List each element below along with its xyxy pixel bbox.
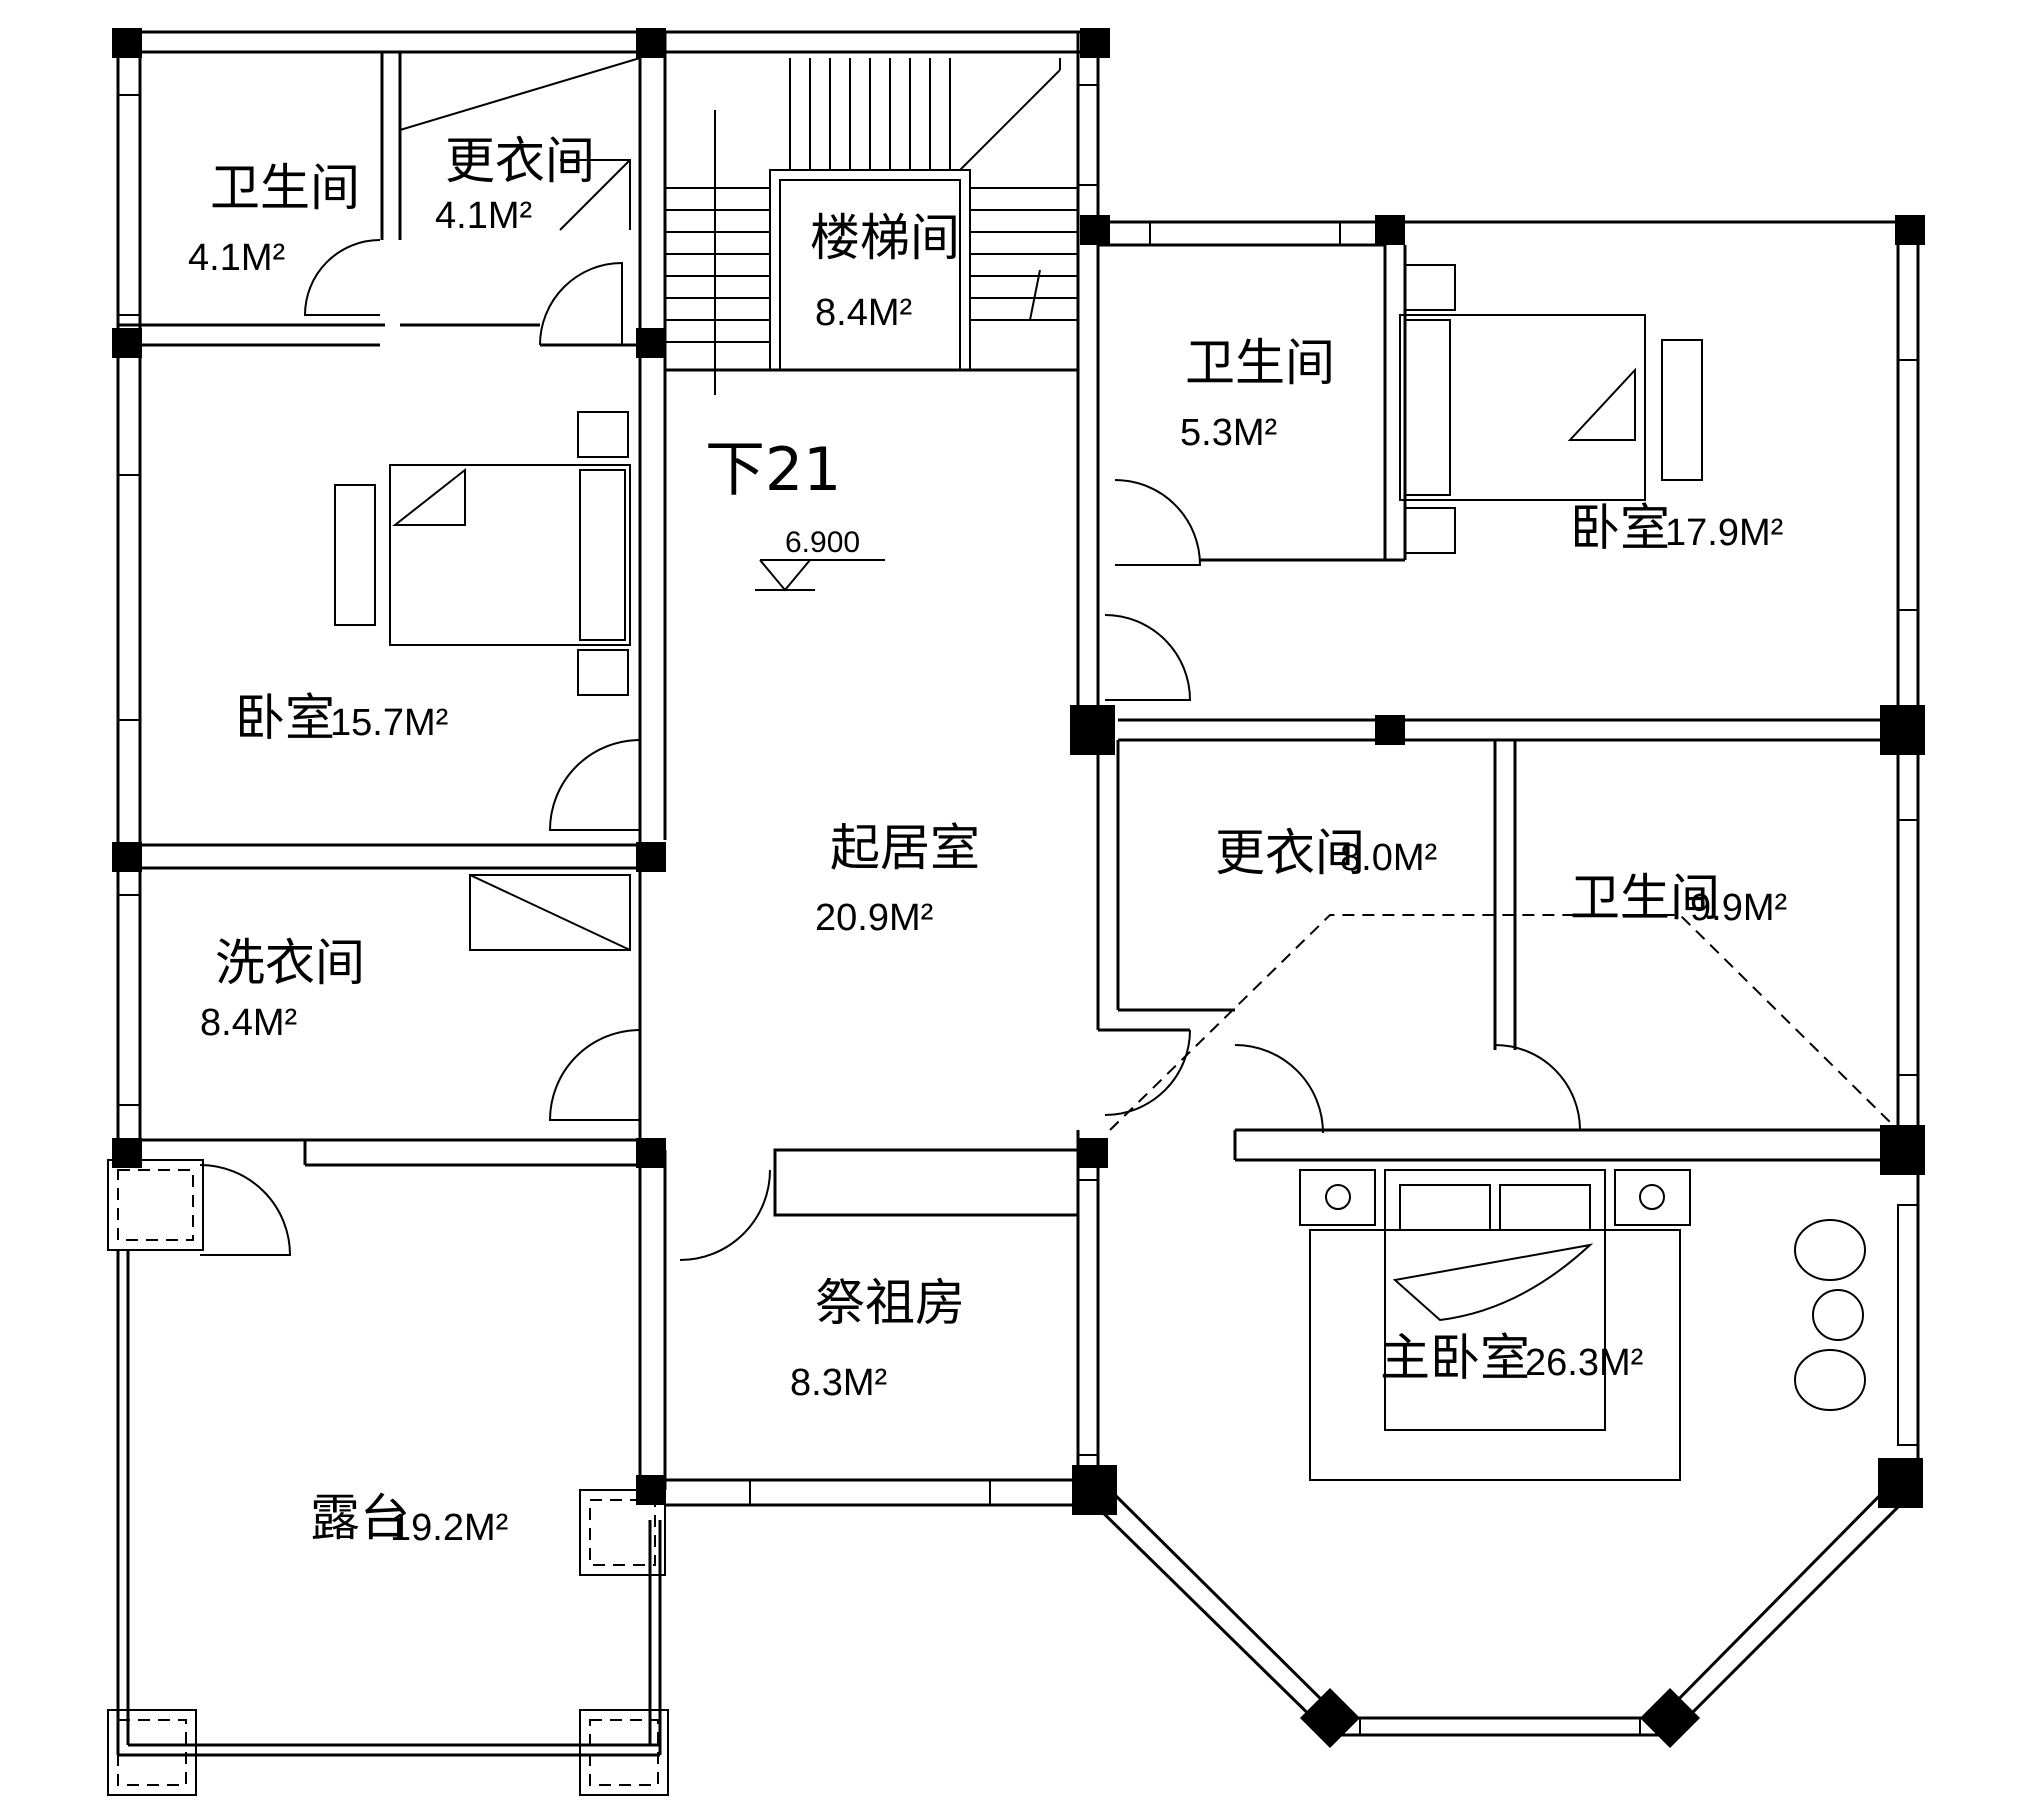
room-area-stairwell: 8.4M² xyxy=(815,292,912,334)
furniture xyxy=(334,264,1866,1481)
room-name-bedroom-w: 卧室 xyxy=(235,689,335,747)
room-area-ancestral: 8.3M² xyxy=(790,1362,887,1404)
room-area-laundry: 8.4M² xyxy=(200,1002,297,1044)
stair-direction-label: 下21 xyxy=(705,435,841,505)
stairs xyxy=(665,58,1078,395)
room-area-terrace: 19.2M² xyxy=(390,1507,508,1549)
room-name-stairwell: 楼梯间 xyxy=(810,209,960,267)
room-name-living: 起居室 xyxy=(830,819,980,877)
terrace-posts xyxy=(107,1159,669,1796)
closet-marks xyxy=(399,57,641,951)
room-name-bathroom-ne: 卫生间 xyxy=(1185,334,1335,392)
doors xyxy=(199,239,1581,1261)
room-area-bathroom-e: 9.9M² xyxy=(1690,887,1787,929)
room-name-laundry: 洗衣间 xyxy=(215,934,365,992)
room-area-dressing-n: 4.1M² xyxy=(435,195,532,237)
room-area-dressing-e: 8.0M² xyxy=(1340,837,1437,879)
room-area-bedroom-ne: 17.9M² xyxy=(1665,512,1783,554)
room-name-bathroom-e: 卫生间 xyxy=(1570,869,1720,927)
windows xyxy=(117,84,1919,1736)
room-area-living: 20.9M² xyxy=(815,897,933,939)
room-name-master: 主卧室 xyxy=(1380,1329,1530,1387)
elevation-value: 6.900 xyxy=(785,526,860,559)
columns xyxy=(112,28,1925,1748)
room-area-bedroom-w: 15.7M² xyxy=(330,702,448,744)
room-area-bathroom-nw: 4.1M² xyxy=(188,237,285,279)
room-labels: 卫生间 4.1M² 更衣间 4.1M² 楼梯间 8.4M² 卫生间 5.3M² … xyxy=(188,132,1787,1549)
room-name-ancestral: 祭祖房 xyxy=(815,1274,965,1332)
room-name-terrace: 露台 xyxy=(310,1489,410,1547)
room-name-dressing-e: 更衣间 xyxy=(1215,824,1365,882)
room-name-dressing-n: 更衣间 xyxy=(445,132,595,190)
ceiling-outline xyxy=(1109,914,1899,1131)
elevation-marker: 6.900 xyxy=(755,526,885,592)
room-name-bathroom-nw: 卫生间 xyxy=(210,159,360,217)
room-area-master: 26.3M² xyxy=(1525,1342,1643,1384)
room-name-bedroom-ne: 卧室 xyxy=(1570,499,1670,557)
room-area-bathroom-ne: 5.3M² xyxy=(1180,412,1277,454)
